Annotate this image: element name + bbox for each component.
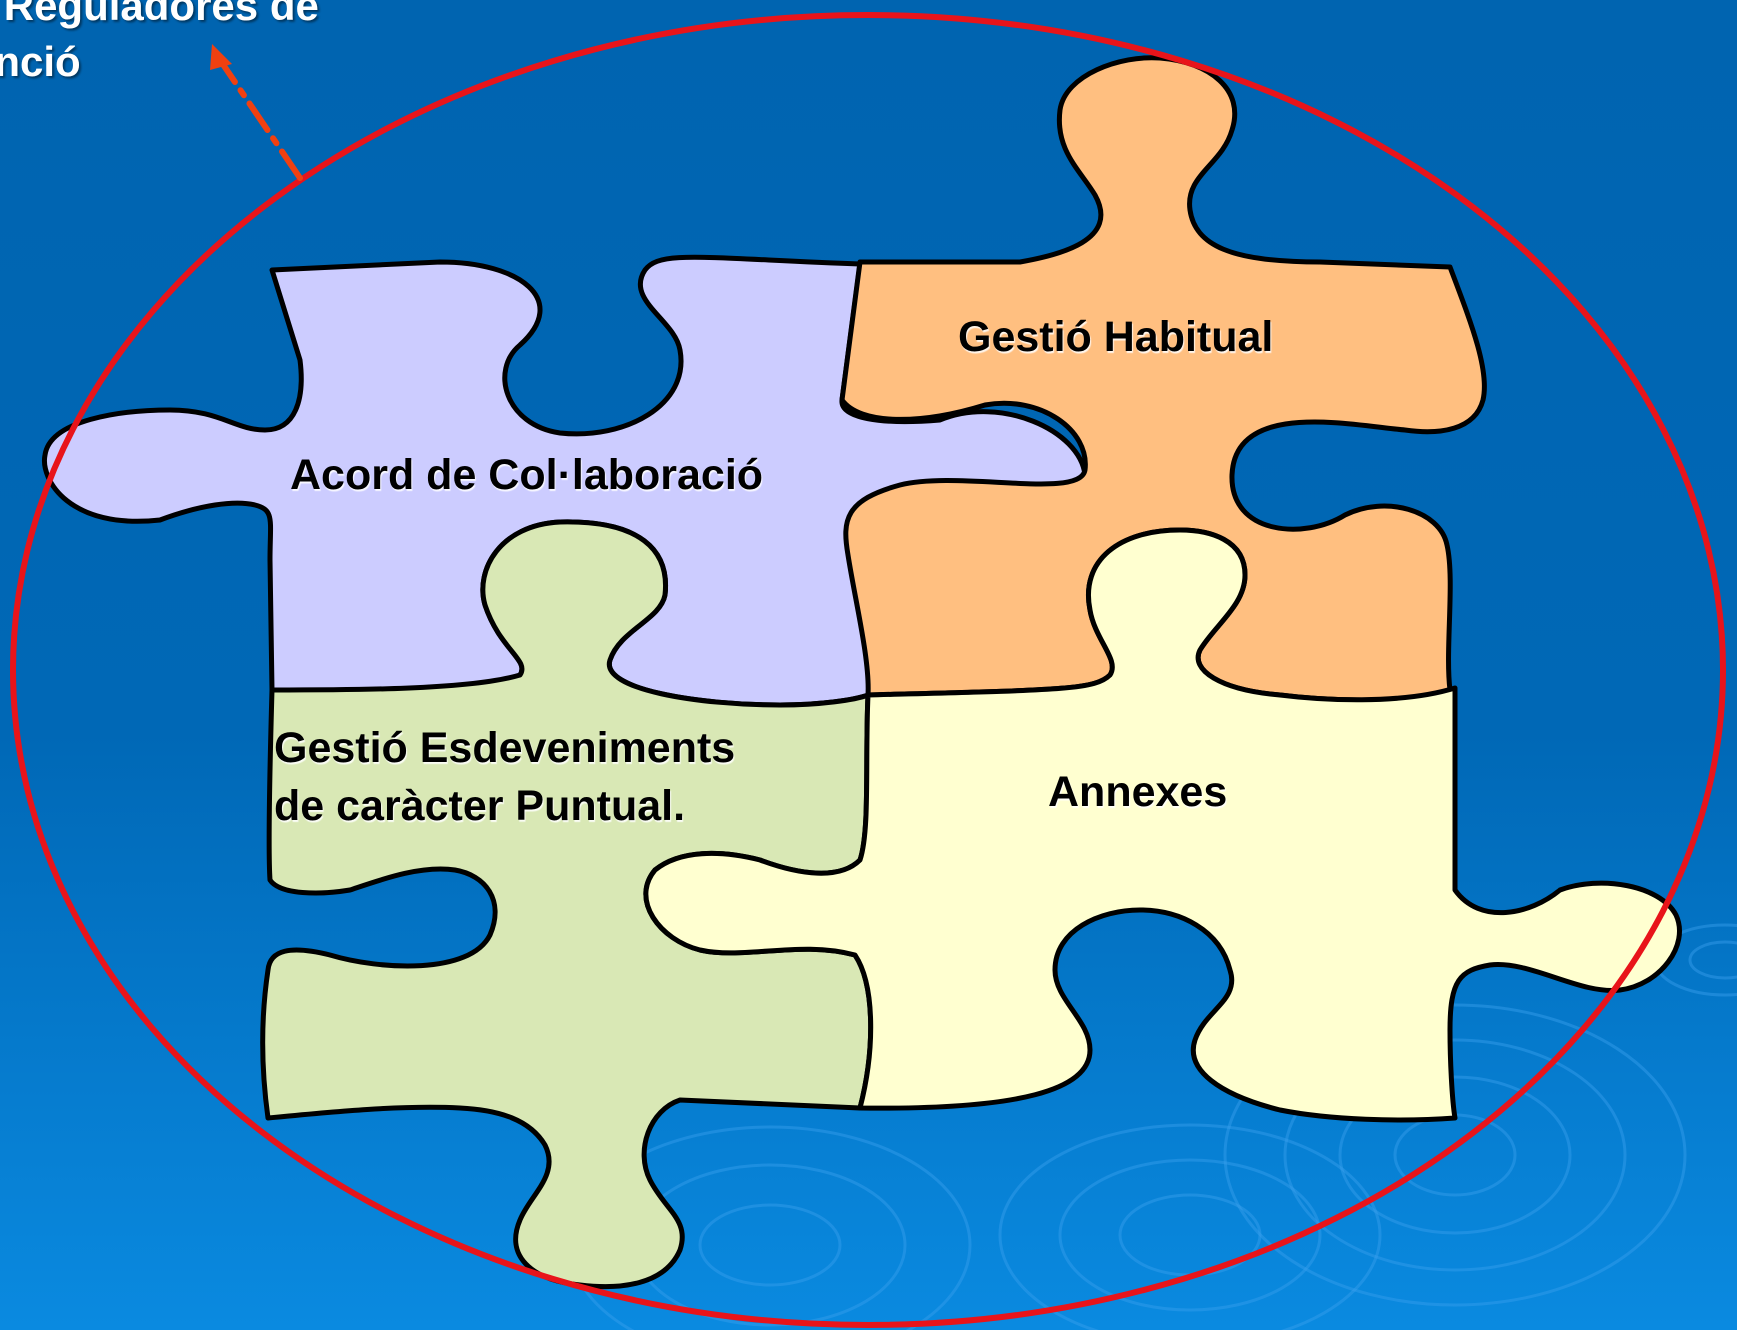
rules-caption-line-1: ses Reguladores de [0, 0, 319, 29]
label-habitual: Gestió Habitual [958, 313, 1274, 361]
rules-caption: ses Reguladores de bvenció [0, 0, 482, 90]
label-acord: Acord de Col·laboració [290, 451, 764, 499]
label-annexes: Annexes [1048, 768, 1228, 816]
puzzle-piece-annexes [643, 527, 1682, 1123]
puzzle-piece-habitual [839, 55, 1487, 703]
scope-ellipse [10, 12, 1726, 1328]
label-esdeveniments-line-2: de caràcter Puntual. [274, 782, 686, 830]
label-esdeveniments-line-1: Gestió Esdeveniments [274, 724, 736, 772]
rules-caption-line-2: bvenció [0, 38, 81, 85]
dotted-arrow-icon [210, 44, 303, 181]
puzzle-piece-esdeveniments [260, 519, 874, 1290]
label-esdeveniments: Gestió Esdeveniments de caràcter Puntual… [274, 719, 735, 835]
